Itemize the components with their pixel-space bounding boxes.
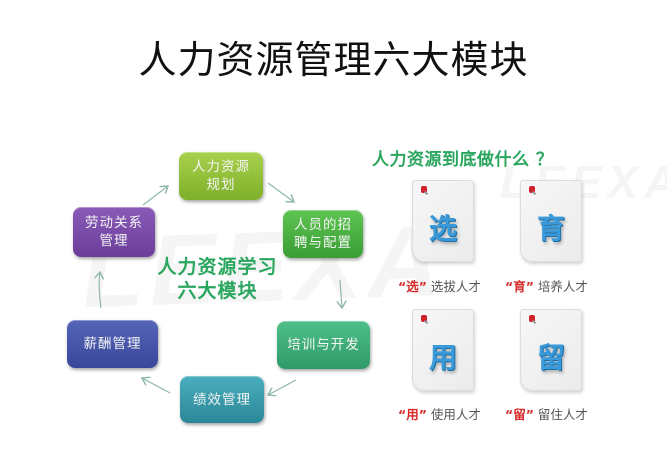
card-char: 留: [536, 341, 565, 374]
caption-select: “选” 选拔人才: [398, 276, 481, 295]
module-label-line2: 管理: [99, 233, 129, 249]
caption-quote: “用”: [398, 407, 427, 422]
caption-use: “用” 使用人才: [398, 404, 481, 423]
module-label-line2: 聘与配置: [294, 235, 352, 251]
pushpin-icon: [529, 315, 535, 322]
card-retain: 留: [520, 309, 582, 391]
pushpin-icon: [421, 186, 427, 193]
pushpin-icon: [529, 186, 535, 193]
caption-text: 培养人才: [537, 279, 588, 294]
module-compensation: 薪酬管理: [67, 320, 158, 368]
module-label-line1: 人力资源: [192, 159, 250, 175]
module-label: 绩效管理: [193, 391, 251, 408]
card-char: 选: [428, 212, 457, 245]
module-label-line2: 规划: [206, 177, 236, 193]
module-label: 薪酬管理: [83, 336, 142, 352]
caption-quote: “留”: [505, 407, 534, 422]
caption-retain: “留” 留住人才: [505, 404, 588, 423]
card-use: 用: [412, 309, 474, 391]
caption-nurture: “育” 培养人才: [505, 276, 588, 295]
module-labor-relations: 劳动关系 管理: [73, 207, 155, 257]
right-panel-title: 人力资源到底做什么 ？: [372, 150, 554, 170]
center-label-line1: 人力资源学习: [157, 256, 278, 278]
module-training-development: 培训与开发: [277, 321, 370, 369]
caption-quote: “育”: [505, 279, 534, 294]
card-char: 育: [536, 212, 565, 245]
diagram-center-label: 人力资源学习 六大模块: [150, 255, 285, 303]
module-label: 培训与开发: [287, 337, 360, 353]
module-label-line1: 劳动关系: [85, 215, 143, 231]
caption-text: 使用人才: [430, 407, 481, 422]
module-label-line1: 人员的招: [294, 217, 352, 233]
module-hr-planning: 人力资源 规划: [179, 152, 263, 200]
center-label-line2: 六大模块: [177, 280, 258, 302]
caption-text: 选拔人才: [430, 279, 481, 294]
card-nurture: 育: [520, 180, 582, 262]
slide-title: 人力资源管理六大模块: [138, 38, 529, 82]
module-performance: 绩效管理: [180, 376, 264, 423]
caption-quote: “选”: [398, 279, 427, 294]
card-select: 选: [412, 180, 474, 262]
pushpin-icon: [421, 315, 427, 322]
card-char: 用: [428, 341, 457, 374]
module-recruitment-allocation: 人员的招 聘与配置: [283, 210, 363, 258]
caption-text: 留住人才: [537, 407, 588, 422]
